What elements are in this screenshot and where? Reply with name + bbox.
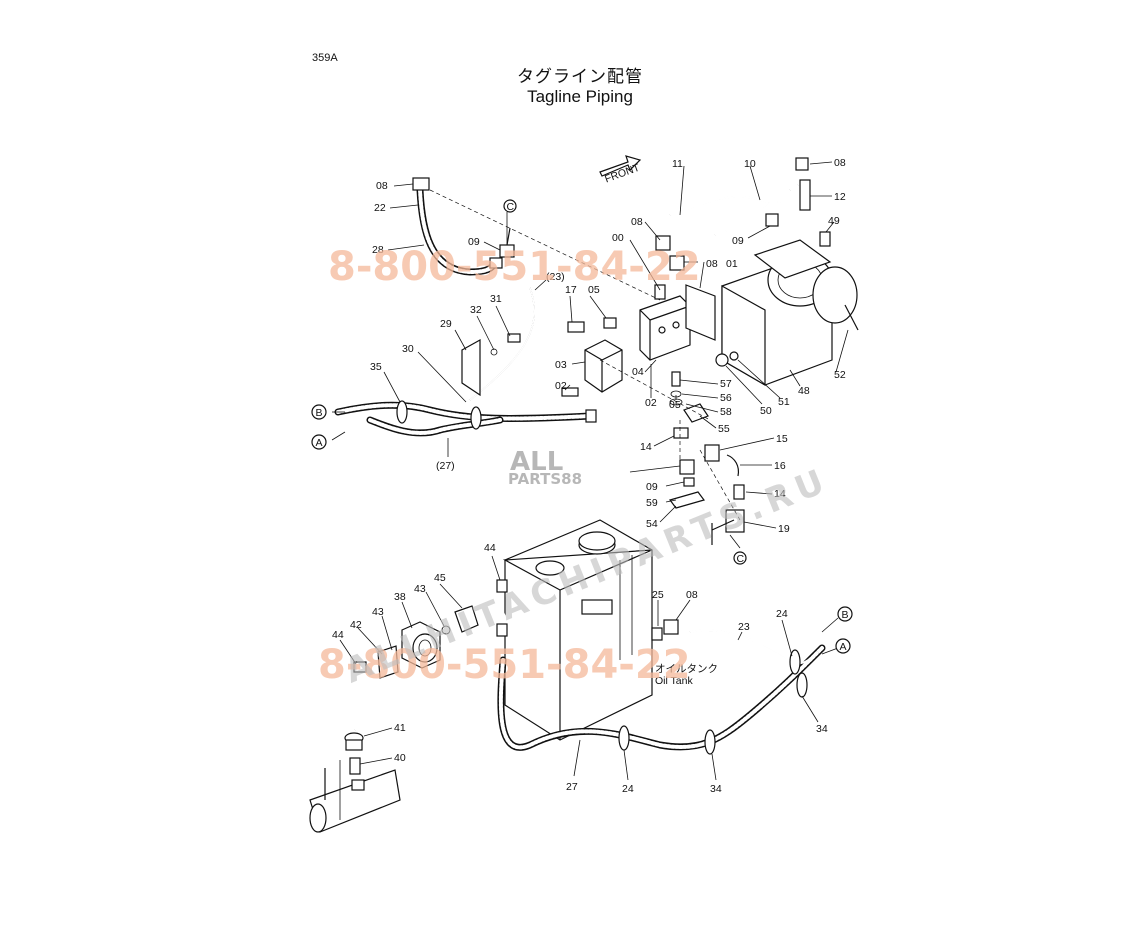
callout-45: 45 xyxy=(434,572,446,584)
callout-24: 24 xyxy=(622,783,634,795)
hose-27-lower xyxy=(497,644,826,755)
title-japanese: タグライン配管 xyxy=(517,67,643,87)
callout-02: 02 xyxy=(555,380,567,392)
svg-text:B: B xyxy=(316,407,323,419)
callout-23: 23 xyxy=(738,621,750,633)
callout-25: 25 xyxy=(652,589,664,601)
callout-30: 30 xyxy=(402,343,414,355)
callout-03: 03 xyxy=(555,359,567,371)
callout-05: 05 xyxy=(669,399,681,411)
callout-42: 42 xyxy=(350,619,362,631)
callout-09: 09 xyxy=(732,235,744,247)
callout-14: 14 xyxy=(640,441,652,453)
callout-29: 29 xyxy=(440,318,452,330)
callout-08: 08 xyxy=(376,180,388,192)
watermark-phone-lower: 8-800-551-84-22 xyxy=(318,642,691,688)
callout-35: 35 xyxy=(370,361,382,373)
callout-14: 14 xyxy=(774,488,786,500)
hose-27-upper xyxy=(334,400,597,437)
callout-08: 08 xyxy=(834,157,846,169)
oil-tank xyxy=(502,519,653,741)
callout-43: 43 xyxy=(414,583,426,595)
callout-01: 01 xyxy=(726,258,738,270)
callout-44: 44 xyxy=(332,629,344,641)
callout-08: 08 xyxy=(686,589,698,601)
marker-a-lower: A xyxy=(835,638,851,654)
callout-41: 41 xyxy=(394,722,406,734)
callout-17: 17 xyxy=(565,284,577,296)
marker-b-lower: B xyxy=(837,606,853,622)
callout-34: 34 xyxy=(816,723,828,735)
callout-08: 08 xyxy=(706,258,718,270)
callout-05: 05 xyxy=(588,284,600,296)
callout-15: 15 xyxy=(776,433,788,445)
callout-27: 27 xyxy=(566,781,578,793)
svg-text:C: C xyxy=(507,201,515,213)
callout-19: 19 xyxy=(778,523,790,535)
svg-text:B: B xyxy=(842,609,849,621)
callout-50: 50 xyxy=(760,405,772,417)
callout-55: 55 xyxy=(718,423,730,435)
callout-56: 56 xyxy=(720,392,732,404)
callout-16: 16 xyxy=(774,460,786,472)
marker-b-upper: B xyxy=(311,404,327,420)
callout-23: (23) xyxy=(546,271,565,283)
callout-10: 10 xyxy=(744,158,756,170)
svg-text:A: A xyxy=(316,437,323,449)
marker-c-upper: C xyxy=(503,199,517,213)
drum-assembly xyxy=(721,239,859,387)
callout-51: 51 xyxy=(778,396,790,408)
callout-00: 00 xyxy=(612,232,624,244)
marker-a-upper: A xyxy=(311,434,327,450)
callout-11: 11 xyxy=(672,158,683,170)
callout-02: 02 xyxy=(645,397,657,409)
marker-c-lower: C xyxy=(733,551,747,565)
callout-52: 52 xyxy=(834,369,846,381)
block-03 xyxy=(584,339,623,393)
callout-08: 08 xyxy=(631,216,643,228)
oil-tank-label-jp: オイルタンク xyxy=(655,663,718,675)
callout-22: 22 xyxy=(374,202,386,214)
callout-04: 04 xyxy=(632,366,644,378)
callout-31: 31 xyxy=(490,293,502,305)
front-arrow: FRONT xyxy=(599,155,642,185)
callout-27: (27) xyxy=(436,460,455,472)
svg-text:A: A xyxy=(840,641,847,653)
callout-34: 34 xyxy=(710,783,722,795)
callout-44: 44 xyxy=(484,542,496,554)
valve-block xyxy=(639,284,691,361)
callout-43: 43 xyxy=(372,606,384,618)
watermark-phone-upper: 8-800-551-84-22 xyxy=(328,244,701,290)
callout-58: 58 xyxy=(720,406,732,418)
watermark-logo-sub: PARTS88 xyxy=(508,470,582,488)
callout-59: 59 xyxy=(646,497,658,509)
callout-38: 38 xyxy=(394,591,406,603)
callout-48: 48 xyxy=(798,385,810,397)
callout-54: 54 xyxy=(646,518,658,530)
callout-09: 09 xyxy=(468,236,480,248)
page-code: 359A xyxy=(312,52,338,64)
callout-57: 57 xyxy=(720,378,732,390)
pump-38 xyxy=(401,605,479,669)
callout-40: 40 xyxy=(394,752,406,764)
svg-text:C: C xyxy=(737,553,745,565)
callout-12: 12 xyxy=(834,191,846,203)
watermark-logo: ALL xyxy=(510,447,563,477)
callout-24: 24 xyxy=(776,608,788,620)
title-english: Tagline Piping xyxy=(527,87,633,106)
callout-32: 32 xyxy=(470,304,482,316)
oil-tank-label-en: Oil Tank xyxy=(655,675,693,687)
callout-49: 49 xyxy=(828,215,840,227)
callout-09: 09 xyxy=(646,481,658,493)
callout-28: 28 xyxy=(372,244,384,256)
